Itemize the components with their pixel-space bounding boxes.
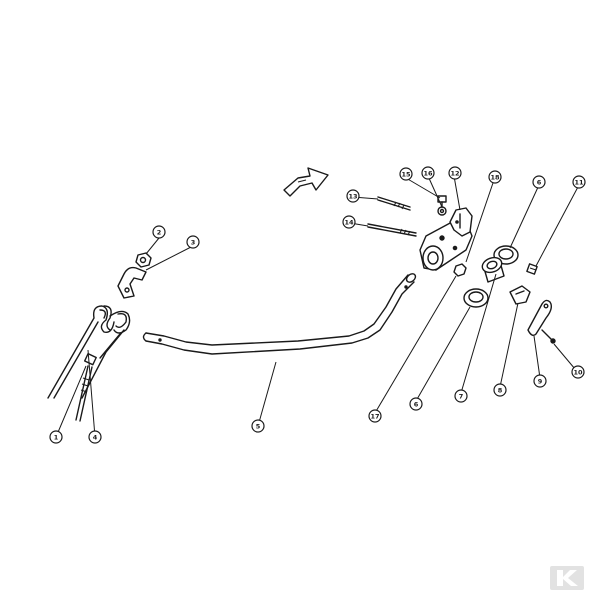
callout-13: 13 — [346, 189, 360, 203]
callout-10-label: 10 — [573, 369, 583, 377]
callout-12-label: 12 — [450, 170, 459, 178]
bushing-ring-lower — [463, 288, 489, 308]
callout-12: 12 — [448, 166, 462, 180]
callout-18: 18 — [488, 170, 502, 184]
clip — [509, 285, 531, 305]
callout-8: 8 — [493, 383, 507, 397]
callout-17-label: 17 — [370, 413, 379, 421]
callout-15: 15 — [399, 167, 413, 181]
callout-2-label: 2 — [157, 229, 162, 237]
callout-11-label: 11 — [574, 179, 584, 187]
tine-bar — [142, 273, 417, 355]
callout-3-label: 3 — [191, 239, 196, 247]
bearing-housing — [419, 207, 473, 271]
callout-6-upper: 6 — [532, 175, 546, 189]
pin — [377, 196, 411, 211]
callout-18-label: 18 — [490, 174, 500, 182]
callout-10: 10 — [571, 365, 585, 379]
callout-3: 3 — [186, 235, 200, 249]
callout-4: 4 — [88, 430, 102, 444]
lock-nut — [453, 263, 467, 277]
leader-lines — [55, 175, 580, 438]
bolt — [75, 352, 97, 422]
callout-1-label: 1 — [54, 434, 59, 442]
spring-tine — [47, 305, 131, 399]
callout-2: 2 — [152, 225, 166, 239]
callout-6-upper-label: 6 — [537, 179, 542, 187]
callout-16-label: 16 — [423, 170, 433, 178]
spacer-sleeve — [481, 256, 505, 283]
callout-8-label: 8 — [498, 387, 503, 395]
latch-plate — [527, 299, 553, 337]
callout-6-lower-label: 6 — [414, 401, 419, 409]
callout-7-label: 7 — [459, 393, 464, 401]
screw — [541, 329, 556, 344]
callout-1: 1 — [49, 430, 63, 444]
callout-9: 9 — [533, 374, 547, 388]
callout-7: 7 — [454, 389, 468, 403]
nut — [135, 252, 152, 268]
callout-5-label: 5 — [256, 423, 261, 431]
clamp-plate — [117, 266, 147, 299]
bolt-pin — [367, 223, 417, 237]
callout-5: 5 — [251, 419, 265, 433]
washer — [437, 206, 447, 216]
direction-arrow-icon — [283, 167, 329, 197]
callout-9-label: 9 — [538, 378, 543, 386]
callout-17: 17 — [368, 409, 382, 423]
callout-16: 16 — [421, 166, 435, 180]
callout-14: 14 — [342, 215, 356, 229]
callout-6-lower: 6 — [409, 397, 423, 411]
callout-14-label: 14 — [344, 219, 354, 227]
callout-4-label: 4 — [93, 434, 98, 442]
callout-15-label: 15 — [401, 171, 411, 179]
callout-11: 11 — [572, 175, 586, 189]
callout-13-label: 13 — [348, 193, 357, 201]
k-logo-icon — [550, 566, 584, 590]
spring-coil — [526, 263, 538, 275]
